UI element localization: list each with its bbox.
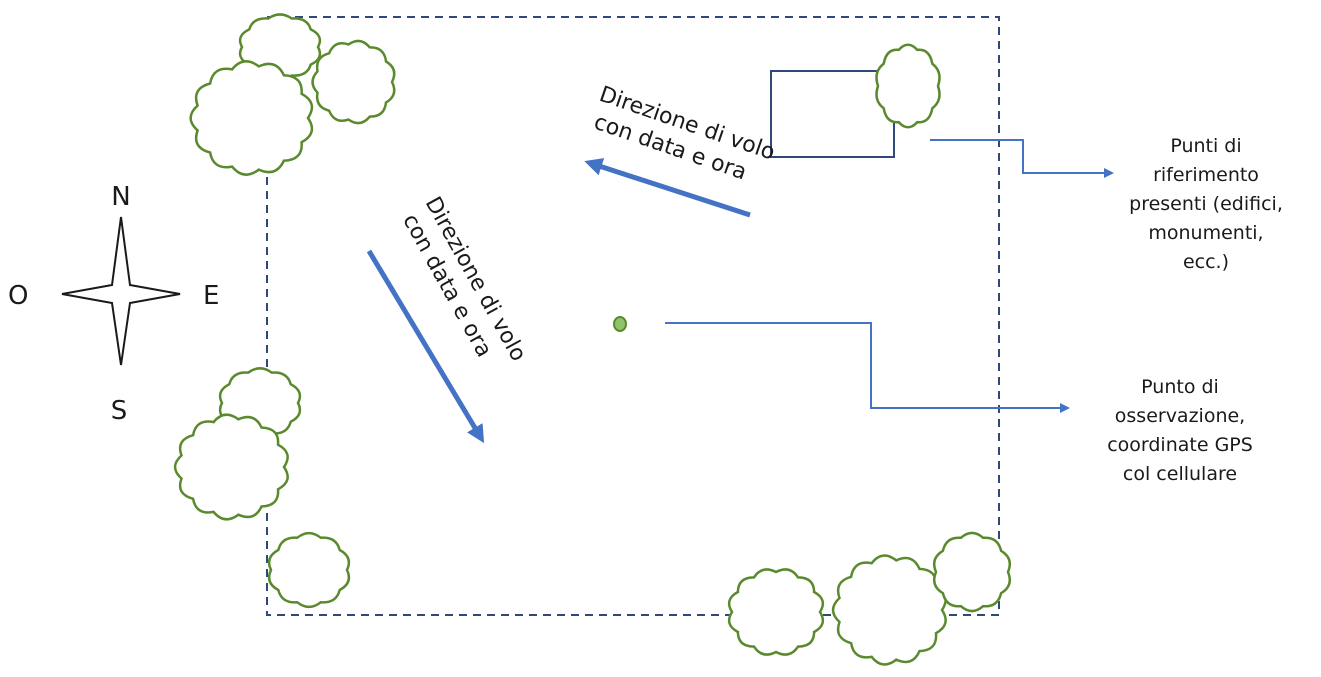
tree-icon [875, 43, 941, 129]
tree-icon [173, 413, 289, 521]
compass-east-label: E [203, 281, 219, 311]
flight-arrow-left [366, 249, 485, 444]
landmark-connector [930, 139, 1114, 178]
tree-icon [933, 531, 1011, 613]
flight-arrow-upper [584, 158, 751, 218]
observation-point-marker [613, 316, 627, 332]
tree-icon [238, 13, 322, 81]
compass-west-label: O [8, 281, 28, 311]
flight-label-upper: Direzione di volo con data e ora [591, 82, 778, 185]
landmarks-callout-text: Punti di riferimento presenti (edifici, … [1129, 135, 1283, 273]
flight-label-left: Direzione di volo con data e ora [397, 193, 531, 366]
tree-icon [311, 39, 396, 125]
compass-south-label: S [111, 396, 128, 426]
tree-icon [189, 60, 314, 176]
tree-icon [267, 531, 351, 609]
tree-group [173, 13, 1011, 666]
landmark-building [770, 70, 895, 158]
compass-rose-icon [61, 216, 181, 366]
tree-icon [727, 568, 825, 656]
observation-connector [665, 322, 1070, 413]
observation-callout-text: Punto di osservazione, coordinate GPS co… [1107, 376, 1253, 485]
tree-icon [831, 554, 947, 666]
compass-north-label: N [111, 182, 130, 212]
observation-area-border [266, 16, 1000, 616]
